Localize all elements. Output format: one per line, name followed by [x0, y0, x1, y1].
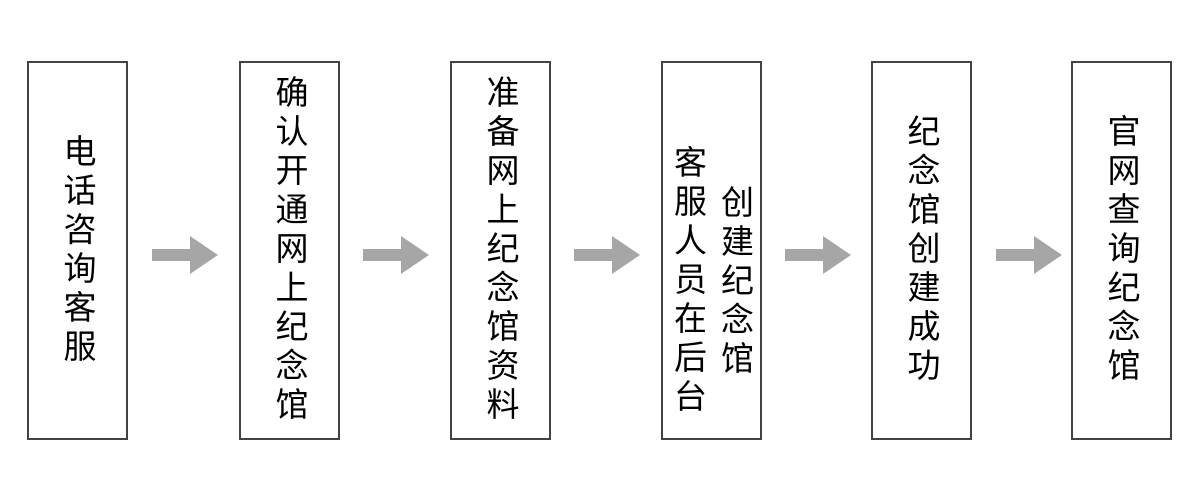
flow-node-step-1[interactable]: 电话咨询客服: [27, 61, 128, 440]
right-arrow-icon: [152, 236, 218, 274]
right-arrow-icon: [785, 236, 851, 274]
flow-node-step-3[interactable]: 准备网上纪念馆资料: [450, 61, 551, 440]
flow-node-label: 确认开通网上纪念馆: [270, 75, 309, 426]
flow-node-label: 官网查询纪念馆: [1102, 114, 1141, 387]
flow-node-label: 纪念馆创建成功: [902, 114, 941, 387]
right-arrow-icon: [363, 236, 429, 274]
flow-node-label-column-2: 创建纪念馆: [715, 185, 755, 380]
flow-node-step-6[interactable]: 官网查询纪念馆: [1071, 61, 1172, 440]
flow-node-label-column-1: 客服人员在后台: [668, 145, 708, 418]
flow-node-step-2[interactable]: 确认开通网上纪念馆: [239, 61, 340, 440]
flow-node-step-5[interactable]: 纪念馆创建成功: [871, 61, 972, 440]
right-arrow-icon: [996, 236, 1062, 274]
flow-node-label: 准备网上纪念馆资料: [481, 75, 520, 426]
flow-node-label: 电话咨询客服: [58, 133, 97, 368]
right-arrow-icon: [574, 236, 640, 274]
flow-node-step-4[interactable]: 客服人员在后台 创建纪念馆: [661, 61, 762, 440]
